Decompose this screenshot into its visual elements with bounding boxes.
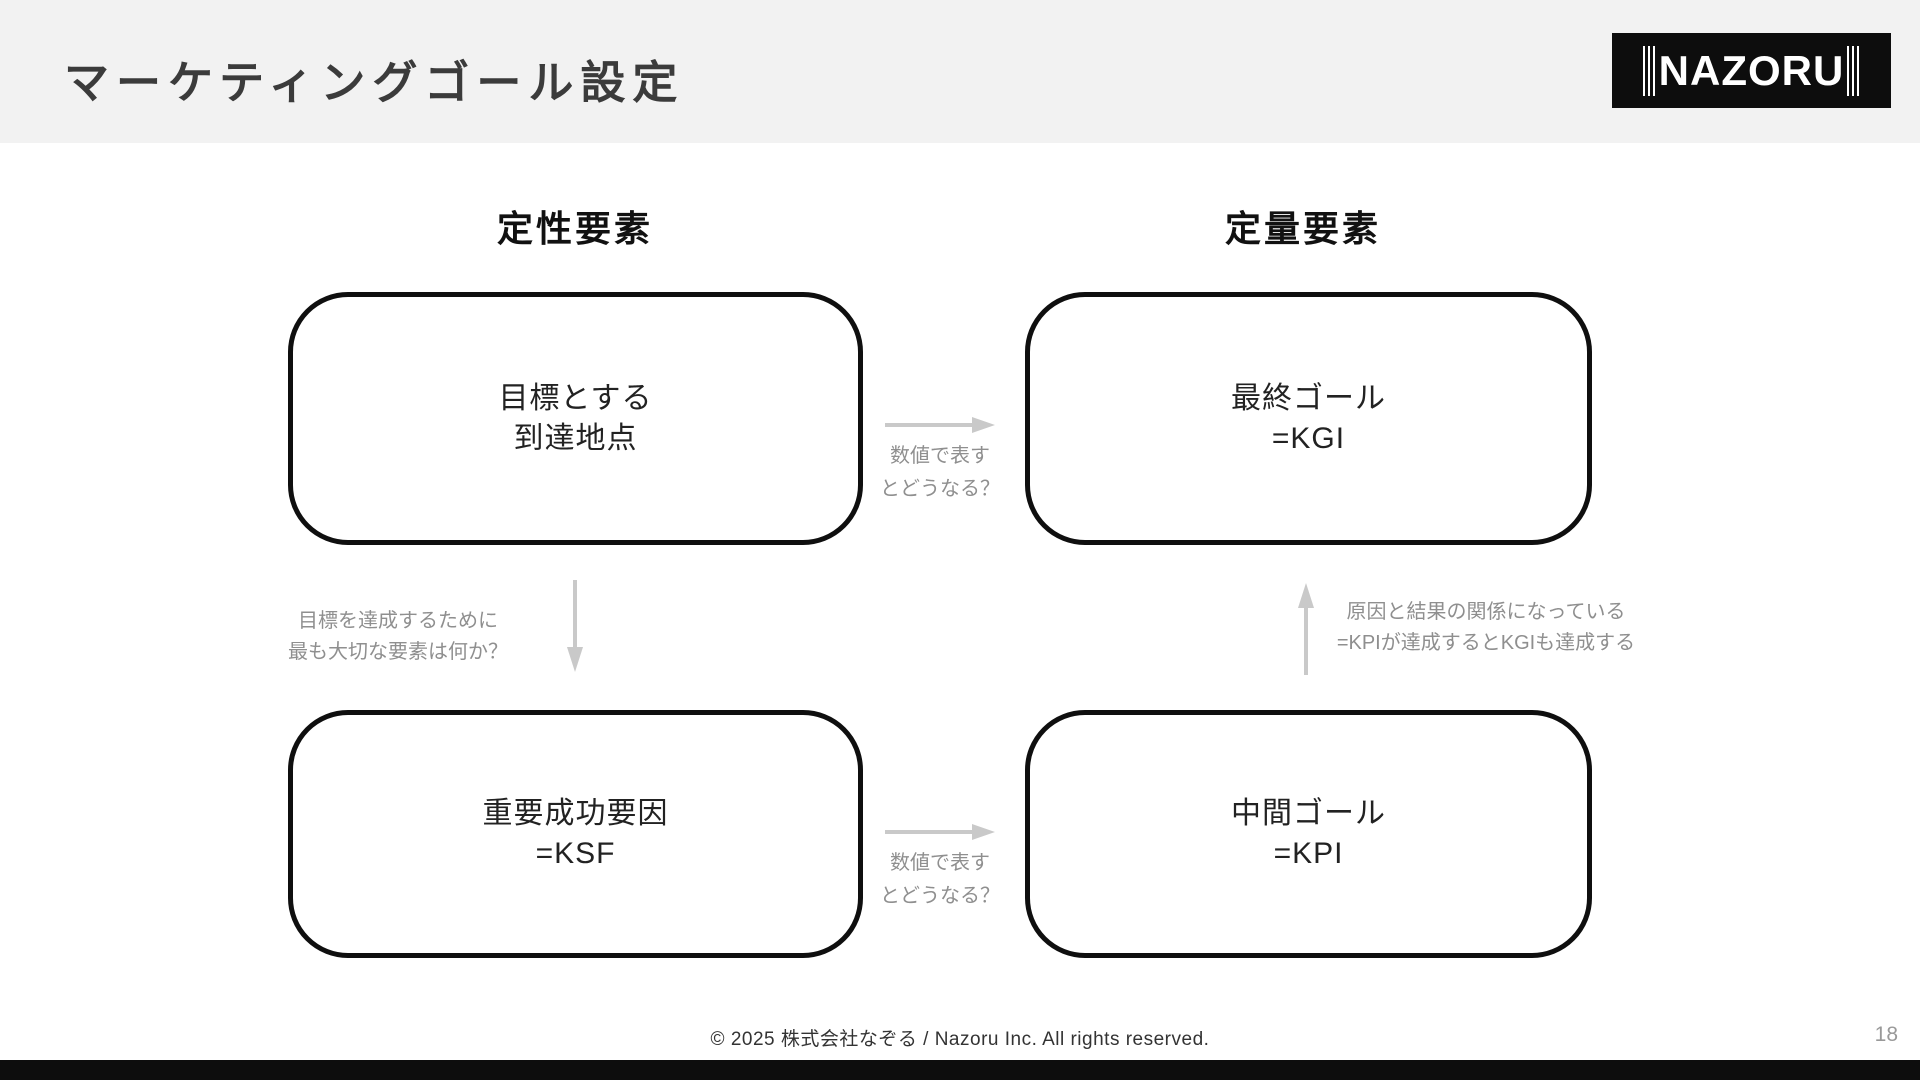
- arrow-right-icon: [885, 824, 995, 840]
- arrow-label-goal-to-kgi: 数値で表す とどうなる？: [850, 440, 1030, 506]
- box-kgi: 最終ゴール =KGI: [1025, 292, 1592, 545]
- arrow-label-line: 数値で表す: [890, 445, 990, 467]
- arrow-label-line: とどうなる？: [880, 478, 1000, 500]
- arrow-label-kpi-to-kgi: 原因と結果の関係になっている =KPIが達成するとKGIも達成する: [1326, 597, 1646, 659]
- arrow-down-icon: [567, 580, 583, 672]
- page-number: 18: [1874, 1023, 1898, 1046]
- arrow-label-line: =KPIが達成するとKGIも達成する: [1336, 632, 1636, 654]
- arrow-label-line: 数値で表す: [890, 852, 990, 874]
- copyright-text: © 2025 株式会社なぞる / Nazoru Inc. All rights …: [710, 1029, 1210, 1050]
- box-ksf: 重要成功要因 =KSF: [288, 710, 863, 958]
- column-header-qualitative: 定性要素: [496, 208, 653, 249]
- arrow-label-line: とどうなる？: [880, 885, 1000, 907]
- page-title: マーケティングゴール設定: [64, 57, 685, 108]
- box-goal-line2: 到達地点: [513, 421, 638, 455]
- box-kpi: 中間ゴール =KPI: [1025, 710, 1592, 958]
- arrow-up-icon: [1298, 583, 1314, 675]
- box-kpi-line2: =KPI: [1273, 837, 1344, 870]
- arrow-label-line: 原因と結果の関係になっている: [1346, 601, 1626, 623]
- logo-bars-left-icon: [1642, 45, 1656, 96]
- logo-bars-right-icon: [1847, 45, 1861, 96]
- arrow-label-ksf-to-kpi: 数値で表す とどうなる？: [850, 847, 1030, 913]
- box-ksf-line1: 重要成功要因: [482, 797, 669, 830]
- header-band: [0, 0, 1920, 143]
- arrow-label-goal-to-ksf: 目標を達成するために 最も大切な要素は何か？: [238, 606, 558, 668]
- box-goal: 目標とする 到達地点: [288, 292, 863, 545]
- box-ksf-line2: =KSF: [535, 837, 616, 870]
- bottom-bar: [0, 1060, 1920, 1080]
- box-kgi-line1: 最終ゴール: [1231, 381, 1386, 415]
- box-kpi-line1: 中間ゴール: [1231, 797, 1386, 830]
- arrow-label-line: 最も大切な要素は何か？: [288, 641, 508, 663]
- nazoru-logo: NAZORU: [1612, 33, 1891, 108]
- arrow-right-icon: [885, 417, 995, 433]
- arrow-label-line: 目標を達成するために: [298, 610, 498, 632]
- logo-text: NAZORU: [1658, 46, 1845, 94]
- column-header-quantitative: 定量要素: [1224, 208, 1381, 249]
- box-kgi-line2: =KGI: [1271, 421, 1346, 455]
- box-goal-line1: 目標とする: [498, 381, 653, 415]
